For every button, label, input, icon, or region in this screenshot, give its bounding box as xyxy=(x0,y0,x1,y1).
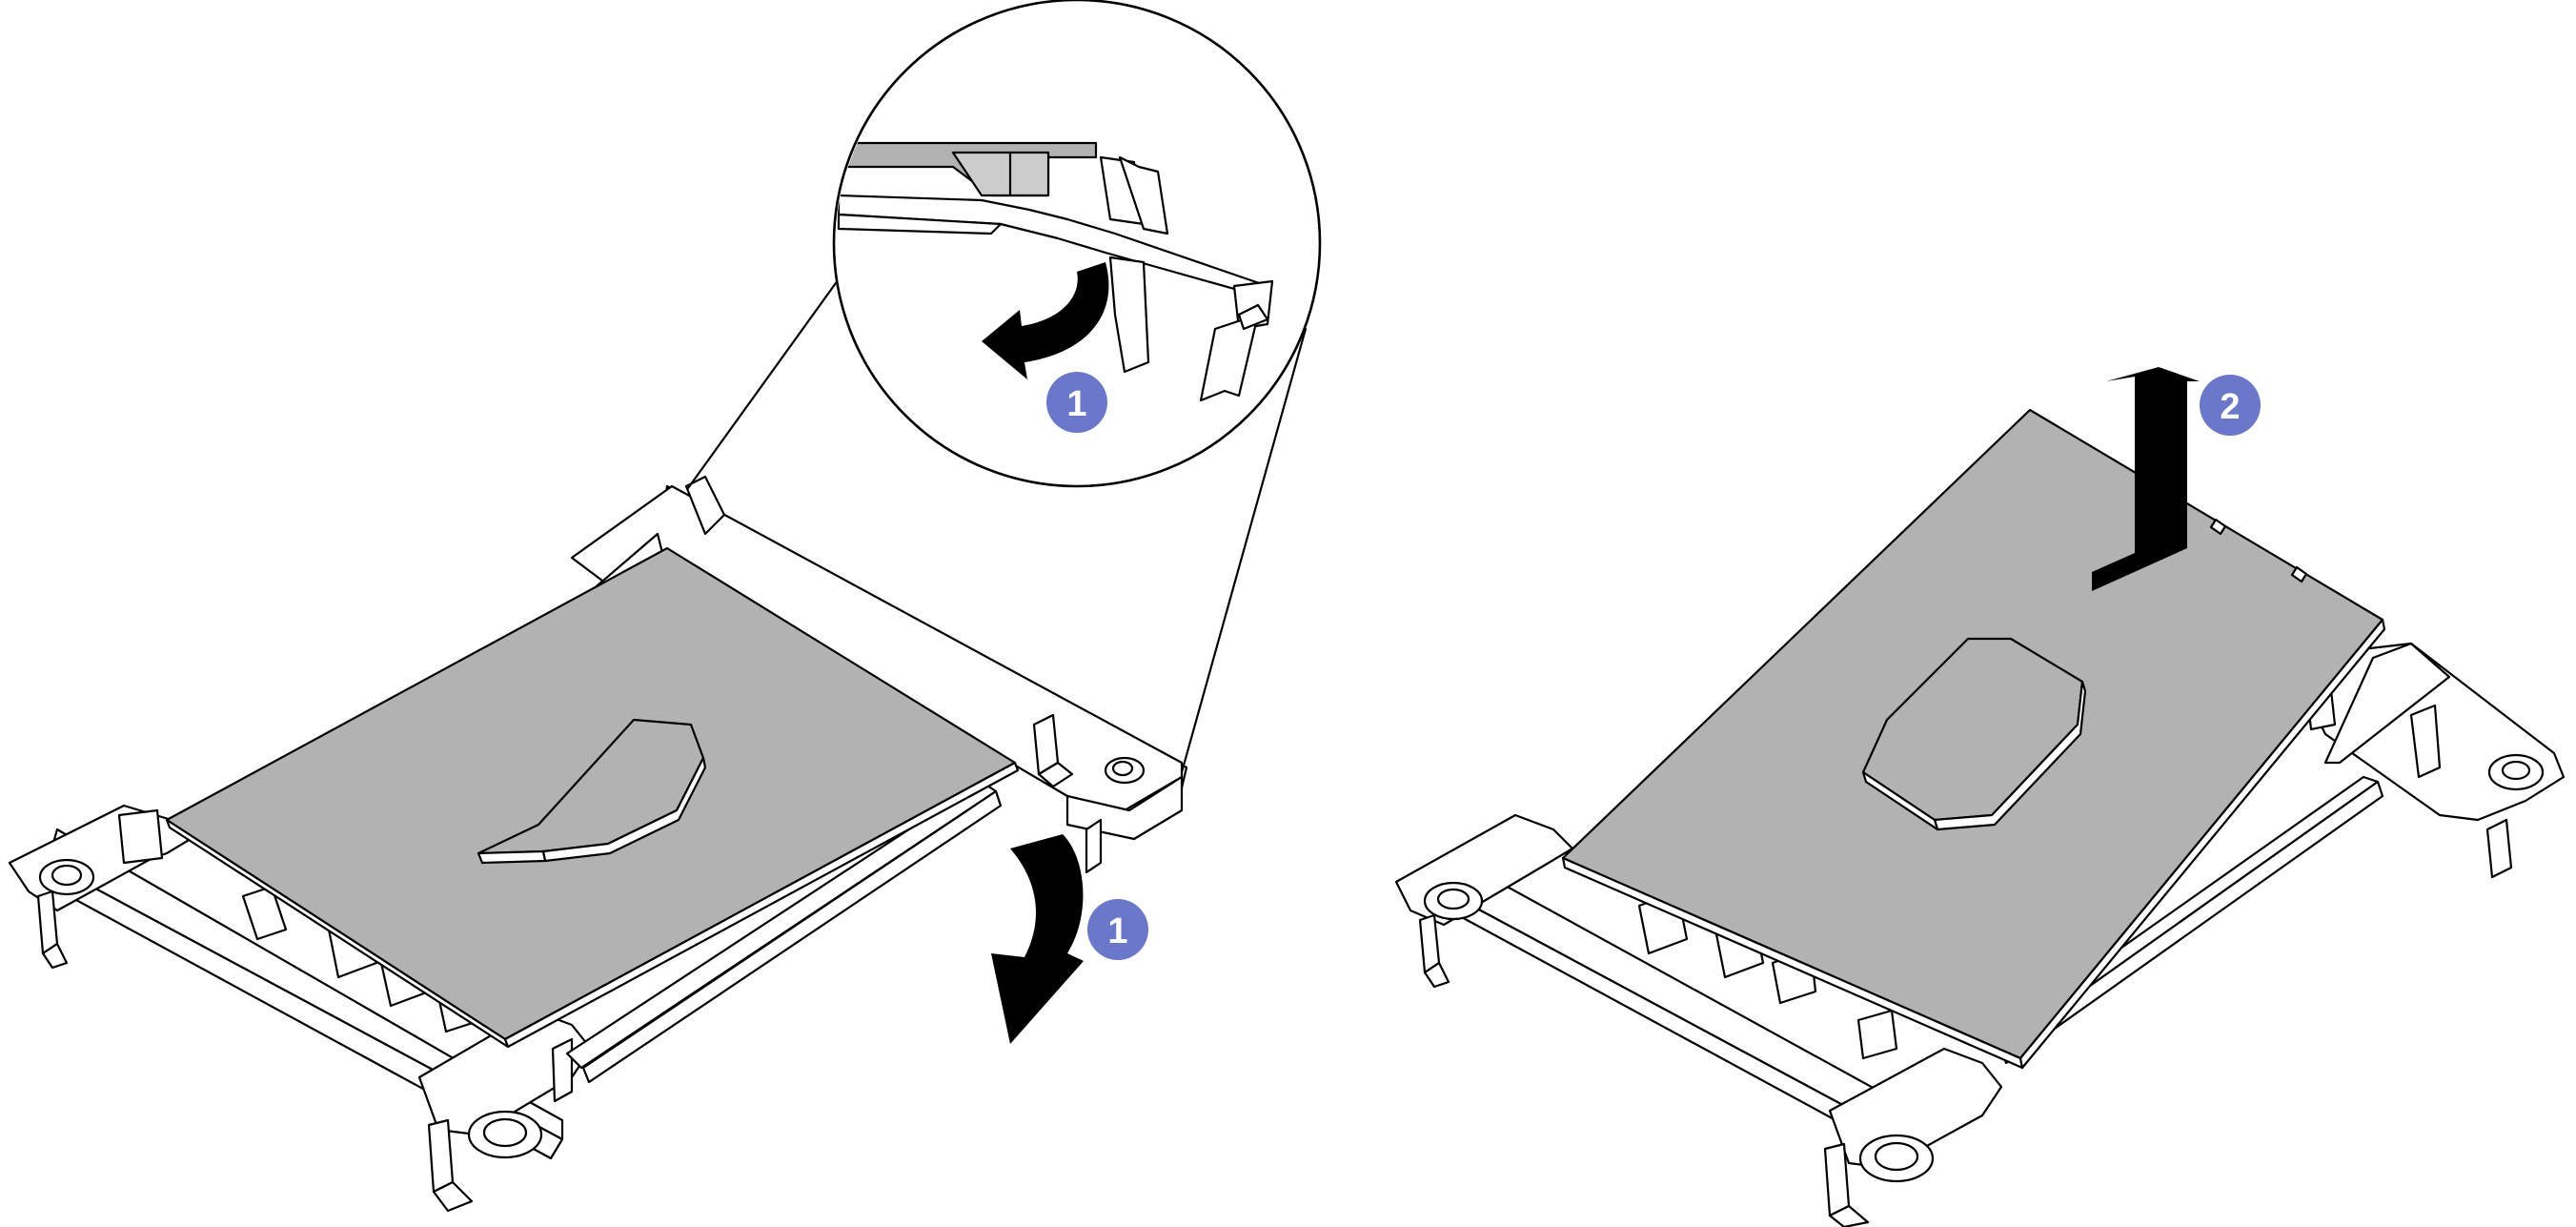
right-carrier-assembly: 2 xyxy=(1394,367,2566,1227)
svg-text:1: 1 xyxy=(1107,911,1127,951)
right-processor xyxy=(1561,408,2386,1070)
svg-text:1: 1 xyxy=(1066,384,1086,424)
left-carrier-assembly: 1 xyxy=(8,227,1308,1213)
magnified-detail-view: 1 xyxy=(832,0,1322,488)
step-2-callout: 2 xyxy=(2200,375,2261,436)
lift-up-arrow xyxy=(2092,367,2200,591)
rotate-down-arrow xyxy=(991,834,1084,1044)
magnified-rotate-arrow xyxy=(982,262,1109,379)
step-1-callout-main: 1 xyxy=(1087,899,1148,960)
left-processor xyxy=(165,546,1020,1049)
step-1-callout-detail: 1 xyxy=(1046,372,1107,433)
svg-text:2: 2 xyxy=(2220,387,2240,427)
